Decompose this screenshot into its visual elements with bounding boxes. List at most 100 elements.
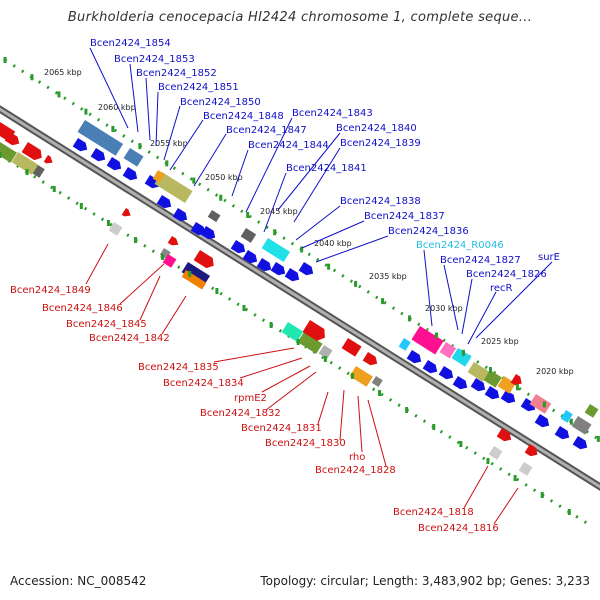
gene-arrow[interactable] (452, 376, 470, 392)
gene-feature[interactable] (371, 376, 383, 388)
gene-label[interactable]: Bcen2424_1843 (292, 108, 373, 119)
gene-arrow[interactable] (438, 366, 456, 382)
gene-arrow[interactable] (122, 167, 140, 183)
gene-arrow[interactable] (510, 374, 525, 388)
gene-arrow[interactable] (156, 195, 174, 211)
gene-feature[interactable] (529, 394, 552, 414)
gene-feature[interactable] (560, 409, 573, 423)
gene-label[interactable]: Bcen2424_1836 (388, 226, 469, 237)
gene-label[interactable]: rho (349, 452, 365, 463)
gene-arrow[interactable] (230, 240, 248, 256)
gene-arrow[interactable] (362, 352, 380, 368)
gene-label[interactable]: Bcen2424_1818 (393, 507, 474, 518)
gene-arrow[interactable] (284, 268, 302, 284)
gene-feature[interactable] (77, 120, 124, 156)
gene-label[interactable]: Bcen2424_1816 (418, 523, 499, 534)
gene-arrow[interactable] (21, 142, 45, 163)
gene-arrow[interactable] (242, 250, 260, 266)
gene-arrow[interactable] (121, 208, 133, 219)
gene-arrow[interactable] (200, 226, 218, 242)
gene-feature[interactable] (584, 404, 599, 418)
gene-feature[interactable] (281, 322, 304, 342)
gene-feature[interactable] (0, 142, 17, 163)
gene-feature[interactable] (261, 238, 291, 263)
gene-arrow[interactable] (167, 236, 181, 248)
gene-arrow[interactable] (193, 250, 217, 271)
gene-label[interactable]: Bcen2424_1847 (226, 125, 307, 136)
gene-arrow[interactable] (534, 414, 552, 430)
gene-label[interactable]: Bcen2424_1852 (136, 68, 217, 79)
gene-label[interactable]: Bcen2424_1828 (315, 465, 396, 476)
gene-arrow[interactable] (524, 444, 540, 459)
gene-label[interactable]: Bcen2424_1832 (200, 408, 281, 419)
gene-arrow[interactable] (406, 350, 424, 366)
gene-arrow[interactable] (520, 398, 538, 414)
gene-arrow[interactable] (172, 208, 190, 224)
gene-label[interactable]: Bcen2424_1853 (114, 54, 195, 65)
gene-feature[interactable] (439, 341, 457, 359)
gene-feature[interactable] (571, 415, 592, 435)
gene-arrow[interactable] (43, 155, 55, 166)
gene-label[interactable]: Bcen2424_1849 (10, 285, 91, 296)
gene-feature[interactable] (341, 337, 362, 357)
gene-label[interactable]: Bcen2424_1838 (340, 196, 421, 207)
gene-label[interactable]: Bcen2424_1839 (340, 138, 421, 149)
gene-feature[interactable] (11, 152, 39, 175)
gene-label[interactable]: Bcen2424_1850 (180, 97, 261, 108)
gene-label[interactable]: Bcen2424_1846 (42, 303, 123, 314)
gene-arrow[interactable] (256, 258, 274, 274)
gene-label[interactable]: surE (538, 252, 560, 263)
gene-feature[interactable] (318, 345, 333, 359)
gene-label[interactable]: Bcen2424_1840 (336, 123, 417, 134)
gene-label[interactable]: rpmE2 (234, 393, 267, 404)
gene-feature[interactable] (181, 261, 211, 287)
gene-arrow[interactable] (422, 360, 440, 376)
gene-arrow[interactable] (554, 426, 572, 442)
gene-feature[interactable] (451, 348, 472, 367)
gene-feature[interactable] (483, 369, 502, 388)
gene-label[interactable]: Bcen2424_1834 (163, 378, 244, 389)
gene-feature[interactable] (207, 210, 221, 223)
gene-label[interactable]: Bcen2424_1854 (90, 38, 171, 49)
gene-feature[interactable] (497, 375, 516, 394)
gene-arrow[interactable] (106, 157, 124, 173)
gene-label[interactable]: Bcen2424_1841 (286, 163, 367, 174)
gene-arrow[interactable] (270, 262, 288, 278)
gene-label[interactable]: Bcen2424_1851 (158, 82, 239, 93)
gene-feature[interactable] (152, 170, 165, 183)
gene-feature[interactable] (349, 366, 373, 387)
gene-arrow[interactable] (72, 138, 90, 154)
gene-arrow[interactable] (144, 175, 162, 191)
gene-arrow[interactable] (484, 386, 502, 402)
gene-arrow[interactable] (500, 390, 518, 406)
gene-label[interactable]: Bcen2424_1835 (138, 362, 219, 373)
gene-feature[interactable] (488, 446, 503, 460)
gene-label[interactable]: Bcen2424_1842 (89, 333, 170, 344)
gene-arrow[interactable] (496, 428, 514, 444)
gene-feature[interactable] (108, 221, 123, 236)
gene-label[interactable]: Bcen2424_1837 (364, 211, 445, 222)
gene-label[interactable]: Bcen2424_1830 (265, 438, 346, 449)
gene-feature[interactable] (154, 172, 193, 204)
gene-label[interactable]: Bcen2424_1848 (203, 111, 284, 122)
gene-feature[interactable] (123, 148, 144, 167)
gene-arrow[interactable] (4, 132, 22, 148)
gene-arrow[interactable] (190, 222, 208, 238)
gene-feature[interactable] (297, 331, 323, 354)
gene-label[interactable]: recR (490, 283, 513, 294)
gene-feature[interactable] (398, 337, 411, 351)
gene-label[interactable]: Bcen2424_1844 (248, 140, 329, 151)
gene-feature[interactable] (411, 326, 444, 355)
gene-arrow[interactable] (572, 436, 590, 452)
gene-arrow[interactable] (90, 148, 108, 164)
gene-arrow[interactable] (302, 320, 329, 344)
gene-feature[interactable] (32, 165, 45, 178)
gene-feature[interactable] (518, 462, 533, 476)
gene-label[interactable]: Bcen2424_1831 (241, 423, 322, 434)
gene-feature[interactable] (181, 269, 207, 290)
gene-feature[interactable] (467, 362, 490, 382)
gene-label[interactable]: Bcen2424_R0046 (416, 240, 504, 251)
gene-feature[interactable] (240, 228, 257, 243)
gene-label[interactable]: Bcen2424_1827 (440, 255, 521, 266)
gene-label[interactable]: Bcen2424_1826 (466, 269, 547, 280)
